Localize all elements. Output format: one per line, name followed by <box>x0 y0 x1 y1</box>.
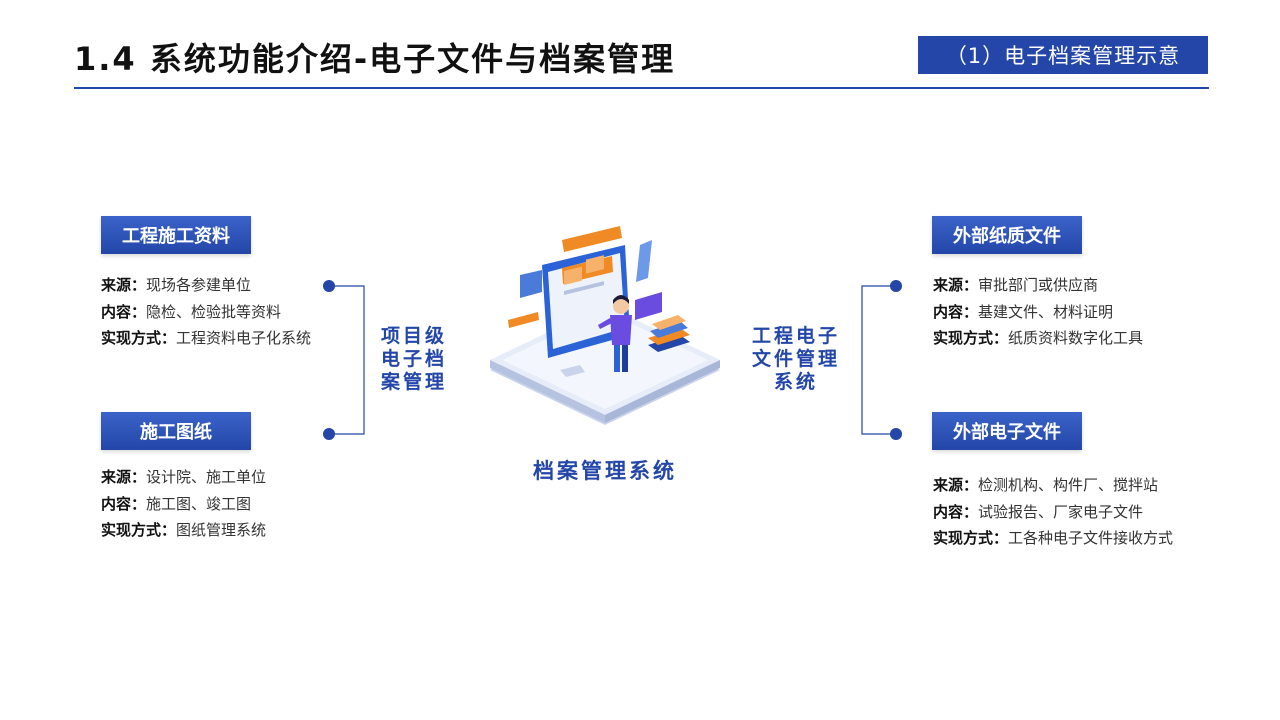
method-value: 纸质资料数字化工具 <box>1008 329 1144 347</box>
content-label: 内容： <box>101 302 147 321</box>
content-label: 内容： <box>933 502 979 521</box>
label-line: 系统 <box>773 371 818 393</box>
source-label: 来源： <box>933 476 979 494</box>
method-label: 实现方式： <box>933 529 1009 547</box>
info-row-content: 内容：试验报告、厂家电子文件 <box>933 499 1173 526</box>
label-line: 电子档 <box>380 348 447 370</box>
info-row-source: 来源：设计院、施工单位 <box>101 464 266 491</box>
info-row-method: 实现方式：图纸管理系统 <box>101 517 266 544</box>
source-label: 来源： <box>101 468 147 486</box>
label-line: 工程电子 <box>751 325 840 347</box>
method-value: 工各种电子文件接收方式 <box>1008 529 1174 547</box>
method-label: 实现方式： <box>101 521 177 539</box>
content-value: 基建文件、材料证明 <box>978 302 1114 321</box>
content-value: 施工图、竣工图 <box>146 494 252 513</box>
content-value: 试验报告、厂家电子文件 <box>978 502 1144 521</box>
method-label: 实现方式： <box>933 329 1009 347</box>
info-row-method: 实现方式：工程资料电子化系统 <box>101 325 311 352</box>
archive-system-caption: 档案管理系统 <box>533 459 677 483</box>
source-value: 现场各参建单位 <box>146 276 252 294</box>
method-label: 实现方式： <box>101 329 177 347</box>
source-value: 设计院、施工单位 <box>146 468 267 486</box>
page-title: 1.4 系统功能介绍-电子文件与档案管理 <box>74 40 676 78</box>
info-row-content: 内容：施工图、竣工图 <box>101 491 266 518</box>
content-label: 内容： <box>933 302 979 321</box>
connector-dot <box>890 280 902 292</box>
section-subtitle: （1）电子档案管理示意 <box>918 36 1208 74</box>
connector-dot <box>890 428 902 440</box>
source-value: 审批部门或供应商 <box>978 276 1099 294</box>
archive-system-illustration <box>490 226 720 425</box>
label-line: 项目级 <box>380 325 447 347</box>
project-archive-label: 项目级 电子档 案管理 <box>354 325 474 394</box>
category-construction-data: 工程施工资料 <box>101 216 251 254</box>
category-external-electronic: 外部电子文件 <box>932 412 1082 450</box>
label-line: 文件管理 <box>751 348 840 370</box>
engineering-file-label: 工程电子 文件管理 系统 <box>736 325 856 394</box>
external-paper-info: 来源：审批部门或供应商 内容：基建文件、材料证明 实现方式：纸质资料数字化工具 <box>933 272 1143 352</box>
source-label: 来源： <box>933 276 979 294</box>
info-row-source: 来源：检测机构、构件厂、搅拌站 <box>933 472 1173 499</box>
info-row-method: 实现方式：工各种电子文件接收方式 <box>933 525 1173 552</box>
external-electronic-info: 来源：检测机构、构件厂、搅拌站 内容：试验报告、厂家电子文件 实现方式：工各种电… <box>933 472 1173 552</box>
connector-dot <box>323 428 335 440</box>
info-row-content: 内容：隐检、检验批等资料 <box>101 299 311 326</box>
label-line: 案管理 <box>380 371 447 393</box>
content-label: 内容： <box>101 494 147 513</box>
source-label: 来源： <box>101 276 147 294</box>
method-value: 工程资料电子化系统 <box>176 329 312 347</box>
category-construction-drawings: 施工图纸 <box>101 412 251 450</box>
method-value: 图纸管理系统 <box>176 521 267 539</box>
info-row-source: 来源：审批部门或供应商 <box>933 272 1143 299</box>
info-row-source: 来源：现场各参建单位 <box>101 272 311 299</box>
header-divider <box>74 87 1209 89</box>
construction-data-info: 来源：现场各参建单位 内容：隐检、检验批等资料 实现方式：工程资料电子化系统 <box>101 272 311 352</box>
content-value: 隐检、检验批等资料 <box>146 302 282 321</box>
connector-dot <box>323 280 335 292</box>
info-row-content: 内容：基建文件、材料证明 <box>933 299 1143 326</box>
source-value: 检测机构、构件厂、搅拌站 <box>978 476 1159 494</box>
info-row-method: 实现方式：纸质资料数字化工具 <box>933 325 1143 352</box>
construction-drawings-info: 来源：设计院、施工单位 内容：施工图、竣工图 实现方式：图纸管理系统 <box>101 464 266 544</box>
category-external-paper: 外部纸质文件 <box>932 216 1082 254</box>
